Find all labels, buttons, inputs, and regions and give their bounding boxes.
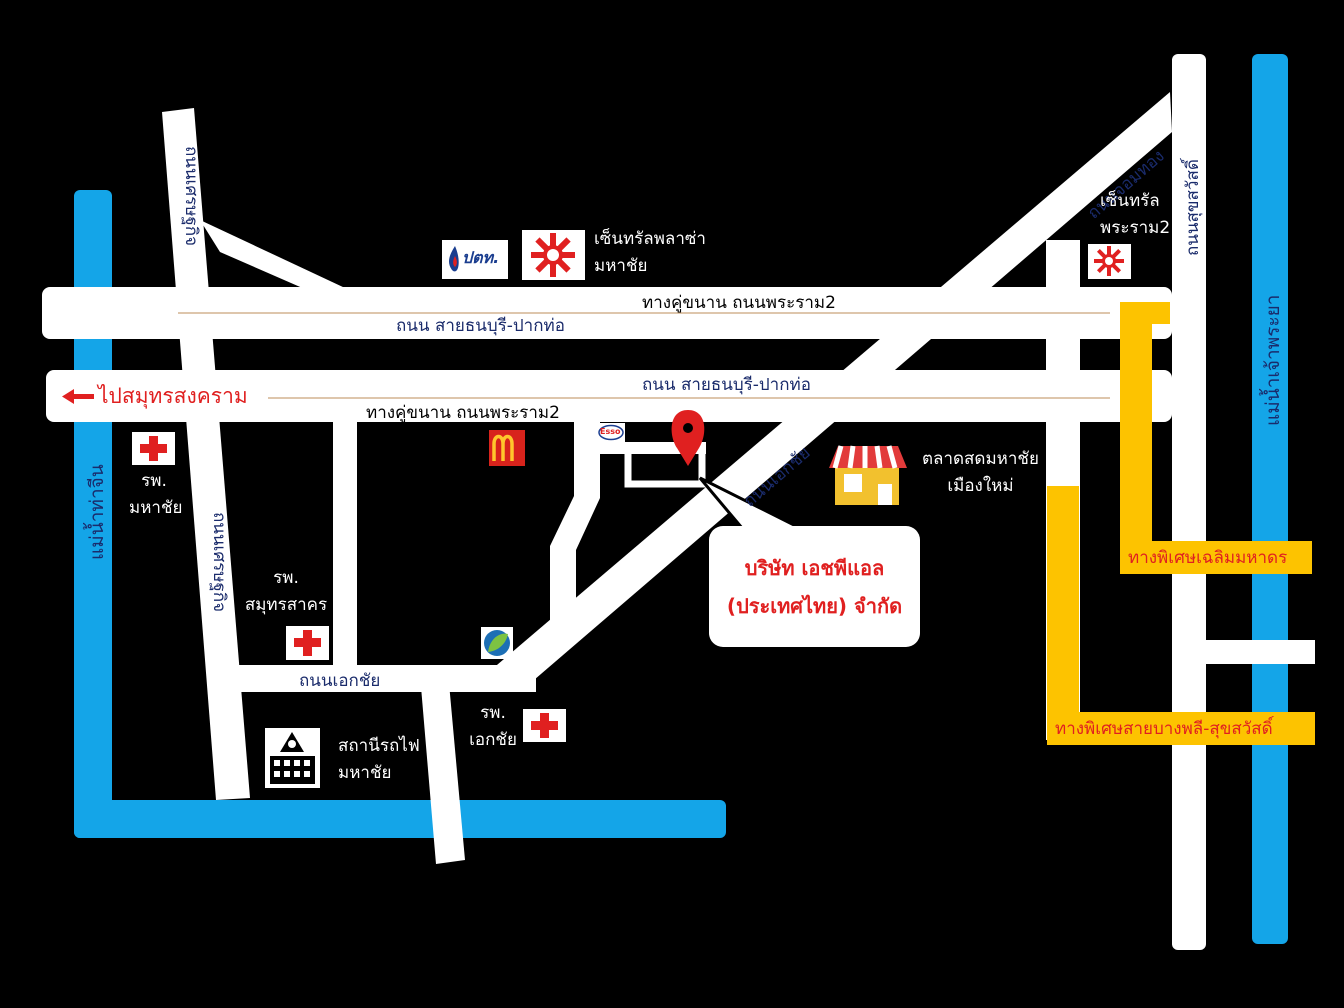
road-label-suksawat: ถนนสุขสวัสดิ์ [1183,159,1203,256]
label-train-station-line1: สถานีรถไฟ [338,736,420,756]
company-name-line2: (ประเทศไทย) จำกัด [726,593,903,618]
hospital-samut-sakhon-icon [286,626,329,660]
arrow-left-icon [62,389,94,404]
chao-phraya-river [1252,54,1288,944]
label-central-rama2-line2: พระราม2 [1100,218,1171,239]
label-central-plaza-line2: มหาชัย [594,256,648,277]
company-plot [624,446,706,488]
rama2-lower-road [46,370,1172,422]
hospital-mahachai-icon [132,432,175,465]
label-train-station-line2: มหาชัย [338,763,392,784]
expressways [1047,302,1170,740]
bangphli-expressway [1047,486,1079,740]
river-label-chao-phraya: แม่น้ำเจ้าพระยา [1262,294,1284,426]
soi-curve [550,420,600,640]
tha-chin-river [74,190,112,838]
central-rama2-logo-icon [1088,244,1131,279]
esso-wordmark: Esso [600,427,621,436]
label-central-rama2-line1: เซ็นทรัล [1100,191,1160,211]
company-name: บริษัท เอชพีแอล (ประเทศไทย) จำกัด [727,549,902,625]
location-pin-icon [671,410,705,466]
direction-samut-songkhram: ไปสมุทรสงคราม [98,384,248,408]
label-hospital-mahachai-line2: มหาชัย [129,498,183,519]
label-central-rama2: เซ็นทรัล พระราม2 [1100,188,1170,242]
road-label-setthakit-top: ถนนเศรษฐกิจ [181,146,201,247]
river-label-tha-chin: แม่น้ำท่าจีน [86,464,108,560]
company-name-line1: บริษัท เอชพีแอล [744,555,885,580]
suksawat-spur [1200,640,1315,664]
chalerm-expressway [1120,302,1152,570]
road-label-sai-thonburi-bottom: ถนน สายธนบุรี-ปากท่อ [642,375,811,395]
hospital-ekachai-icon [523,709,566,742]
setthakit-branch [200,220,345,300]
label-central-plaza-line1: เซ็นทรัลพลาซ่า [594,229,706,249]
expressway-label-bangphli: ทางพิเศษสายบางพลี-สุขสวัสดิ์ [1047,712,1315,745]
label-hospital-samut-sakhon-line2: สมุทรสาคร [244,595,328,616]
label-hospital-samut-sakhon: รพ. สมุทรสาคร [244,565,328,619]
expressway-label-chalerm: ทางพิเศษเฉลิมมหาดร [1120,541,1312,574]
company-callout: บริษัท เอชพีแอล (ประเทศไทย) จำกัด [709,526,920,647]
label-central-plaza: เซ็นทรัลพลาซ่า มหาชัย [594,226,706,280]
market-shop-icon [829,445,907,505]
road-label-rama2-frontage-top: ทางคู่ขนาน ถนนพระราม2 [642,293,836,313]
soi-vertical [333,420,357,670]
label-market-line1: ตลาดสดมหาชัย [922,449,1039,469]
label-hospital-mahachai-line1: รพ. [141,471,167,491]
ptt-wordmark: ปตท. [462,248,500,267]
label-train-station: สถานีรถไฟ มหาชัย [338,733,420,787]
label-market: ตลาดสดมหาชัย เมืองใหม่ [922,446,1039,500]
road-label-ekachai-lower: ถนนเอกชัย [299,671,381,691]
label-hospital-ekachai: รพ. เอกชัย [468,700,518,754]
label-hospital-mahachai: รพ. มหาชัย [129,468,183,522]
esso-logo-icon [597,423,625,442]
label-market-line2: เมืองใหม่ [947,476,1014,497]
road-label-sai-thonburi-top: ถนน สายธนบุรี-ปากท่อ [396,316,565,336]
ekachai-diagonal-road [484,92,1172,692]
ptt-logo-icon [442,240,508,279]
label-hospital-samut-sakhon-line1: รพ. [273,568,299,588]
chalerm-expressway-top [1120,302,1170,324]
label-hospital-ekachai-line1: รพ. [480,703,506,723]
setthakit-road [162,108,250,800]
mcdonalds-logo-icon [489,430,525,466]
roads [42,54,1315,950]
road-label-setthakit-bottom: ถนนเศรษฐกิจ [209,512,229,613]
label-hospital-ekachai-line2: เอกชัย [469,730,517,751]
bangchak-logo-icon [481,627,513,659]
train-station-icon [265,728,320,788]
road-label-rama2-frontage-bottom: ทางคู่ขนาน ถนนพระราม2 [366,403,560,423]
ekachai-lower-road [236,665,536,692]
central-plaza-logo-icon [522,230,585,280]
bottom-river [74,800,726,838]
ekachai-south-branch [420,672,465,864]
